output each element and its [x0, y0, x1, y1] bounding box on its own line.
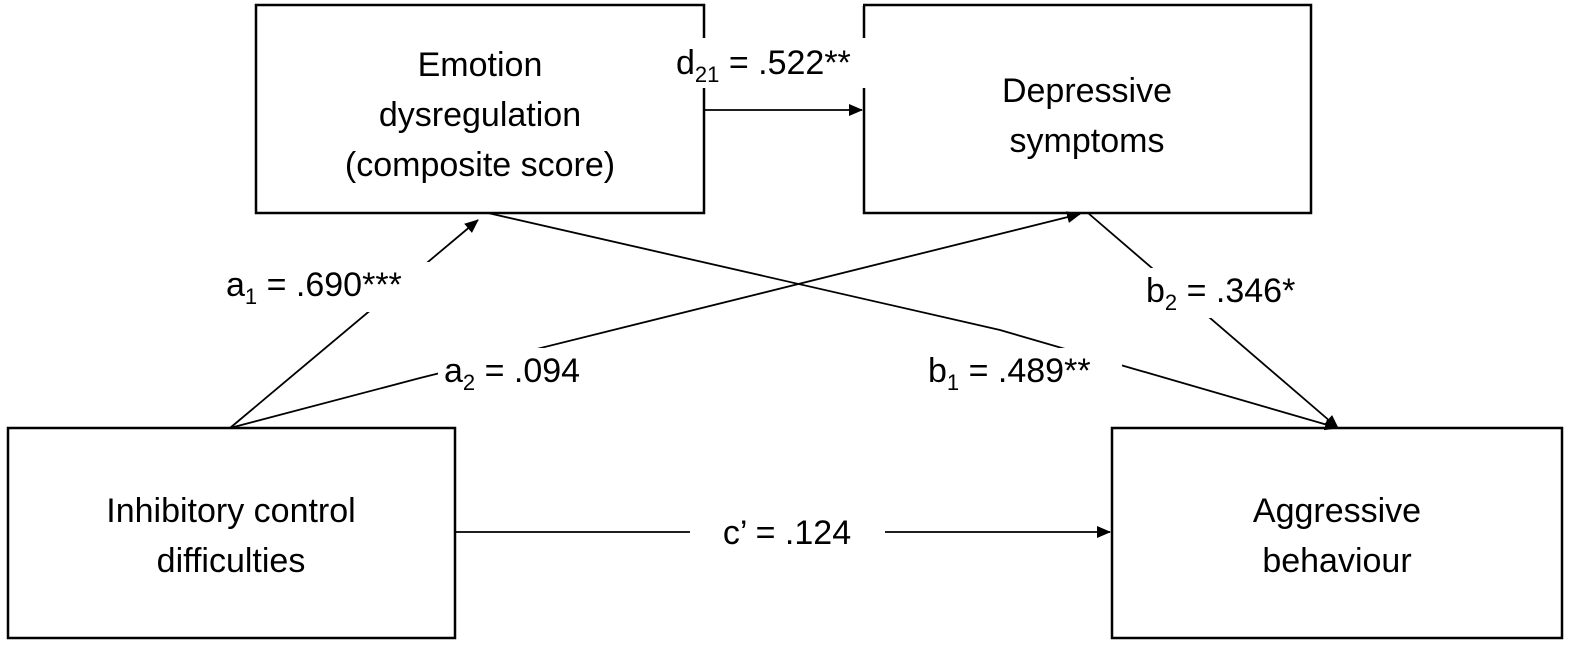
label-a1: a1 = .690***	[226, 266, 402, 309]
label-b1-value: = .489**	[959, 352, 1090, 390]
emotion-dysregulation-box	[254, 3, 706, 215]
label-a1-value: = .690***	[257, 266, 402, 304]
inhibitory-line-1: Inhibitory control	[106, 492, 355, 530]
label-a1-sub: 1	[245, 284, 257, 309]
label-b1-sub: 1	[947, 370, 959, 395]
arrow-a1	[229, 219, 479, 429]
aggressive-behaviour-box	[1110, 426, 1564, 640]
inhibitory-line-2: difficulties	[157, 542, 306, 580]
aggressive-line-1: Aggressive	[1253, 492, 1421, 530]
label-c-prime: c’ = .124	[723, 514, 851, 552]
label-b2-letter: b	[1146, 272, 1165, 310]
arrow-b1	[487, 212, 1339, 431]
label-b2-value: = .346*	[1177, 272, 1295, 310]
emotion-line-2: dysregulation	[379, 96, 581, 134]
emotion-line-1: Emotion	[418, 46, 543, 84]
label-b1: b1 = .489**	[928, 352, 1091, 395]
arrow-a2	[229, 211, 1081, 429]
arrow-b2	[1087, 212, 1339, 429]
depressive-line-1: Depressive	[1002, 72, 1172, 110]
emotion-line-3: (composite score)	[345, 146, 615, 184]
depressive-symptoms-box	[862, 3, 1313, 215]
depressive-line-2: symptoms	[1010, 122, 1165, 160]
label-b2: b2 = .346*	[1146, 272, 1295, 315]
label-a2-sub: 2	[463, 370, 475, 395]
label-b1-letter: b	[928, 352, 947, 390]
label-a2: a2 = .094	[444, 352, 580, 395]
label-d21: d21 = .522**	[676, 44, 851, 87]
label-a1-letter: a	[226, 266, 245, 304]
label-d21-sub: 21	[695, 62, 719, 87]
label-a2-letter: a	[444, 352, 463, 390]
aggressive-line-2: behaviour	[1262, 542, 1411, 580]
label-d21-value: = .522**	[719, 44, 850, 82]
label-b2-sub: 2	[1165, 290, 1177, 315]
label-d21-letter: d	[676, 44, 695, 82]
label-a2-value: = .094	[475, 352, 580, 390]
inhibitory-control-box	[6, 426, 457, 640]
